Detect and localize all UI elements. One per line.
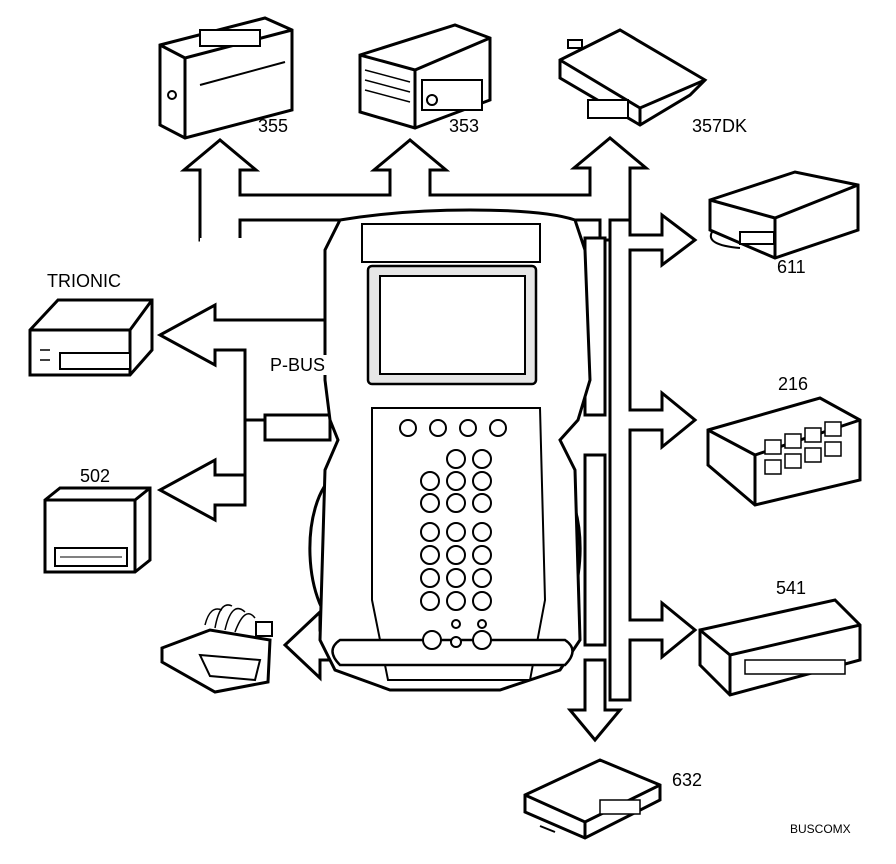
module-353 <box>358 23 492 130</box>
module-216-label: 216 <box>778 374 809 394</box>
arrow-right-inner-lower <box>583 453 607 647</box>
arrow-left-trionic <box>156 302 332 523</box>
module-trionic <box>28 298 154 377</box>
module-216 <box>706 396 862 507</box>
bus-label: P-BUS <box>270 355 328 375</box>
module-502-label: 502 <box>80 466 111 486</box>
arrow-down-632 <box>566 658 624 743</box>
module-355-label: 355 <box>258 116 289 136</box>
module-541 <box>698 598 862 697</box>
module-353-label: 353 <box>449 116 480 136</box>
module-541-label: 541 <box>776 578 807 598</box>
module-502 <box>43 486 152 574</box>
arrow-stem-top-left <box>200 238 340 262</box>
module-trionic-label: TRIONIC <box>47 271 121 291</box>
figure-code: BUSCOMX <box>790 822 851 836</box>
module-357DK-label: 357DK <box>692 116 748 136</box>
module-355 <box>158 16 294 140</box>
module-611 <box>708 170 860 260</box>
arrow-right-bus <box>608 211 698 702</box>
diagnostic-tester-icon <box>308 208 592 692</box>
arrow-left-502 <box>263 413 332 442</box>
module-632 <box>523 758 662 840</box>
module-611-label: 611 <box>777 257 806 277</box>
diagnostic-connector-icon <box>160 604 273 694</box>
module-632-label: 632 <box>672 770 703 790</box>
module-357DK <box>558 28 708 127</box>
